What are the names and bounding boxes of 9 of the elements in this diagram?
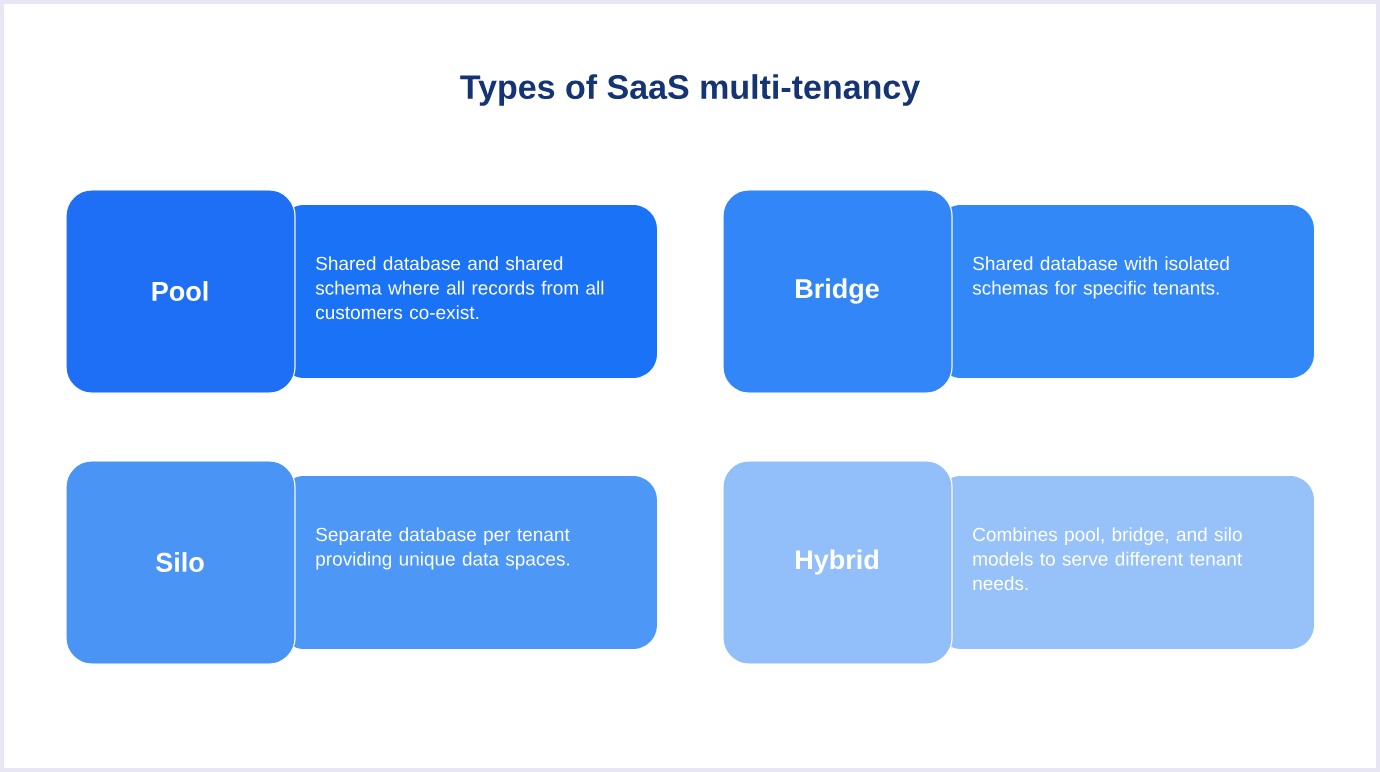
description-box: Separate database per tenant providing unique data spaces. bbox=[280, 476, 657, 649]
description-box: Combines pool, bridge, and silo models to serve different tenant needs. bbox=[937, 476, 1314, 649]
description-box: Shared database and shared schema where all records from all customers co-exist. bbox=[280, 205, 657, 378]
description-box: Shared database with isolated schemas for specific tenants. bbox=[937, 205, 1314, 378]
title: Types of SaaS multi-tenancy bbox=[460, 74, 920, 106]
heading-box: Pool bbox=[65, 189, 296, 394]
heading-box: Silo bbox=[65, 460, 296, 665]
heading-box: Bridge bbox=[722, 189, 953, 394]
heading-box: Hybrid bbox=[722, 460, 953, 665]
